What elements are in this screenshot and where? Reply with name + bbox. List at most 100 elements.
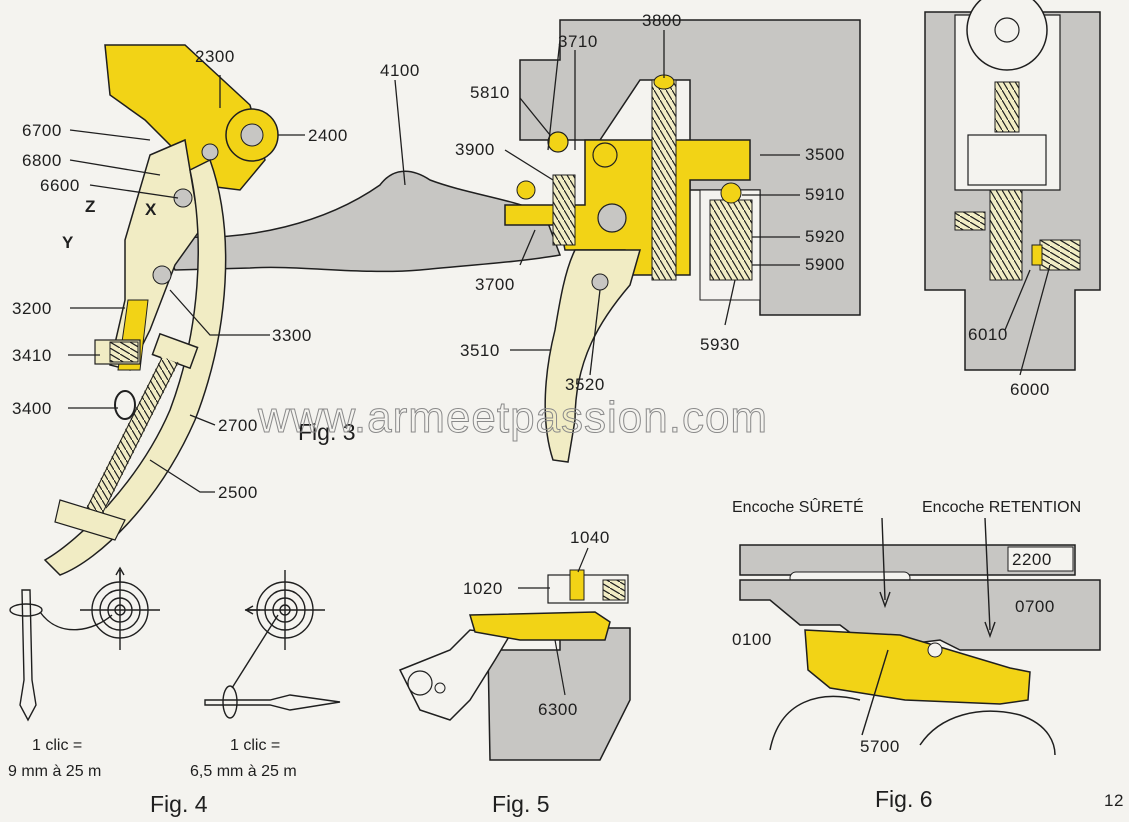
label-6600: 6600 <box>40 176 80 195</box>
label-6300: 6300 <box>538 700 578 719</box>
section-yellow <box>1031 244 1043 266</box>
fig4-diagram <box>9 566 341 722</box>
label-3200: 3200 <box>12 299 52 318</box>
fig3-diagram: 2300 2400 6700 6800 6600 Z X Y 4100 3710… <box>12 0 1101 576</box>
label-3710: 3710 <box>558 32 598 51</box>
fig5-leaders <box>518 547 589 696</box>
notch-safety-label: Encoche SÛRETÉ <box>732 497 864 516</box>
fig4-note-right-2: 6,5 mm à 25 m <box>190 763 297 780</box>
fig4-note-left-2: 9 mm à 25 m <box>8 763 101 780</box>
fig4-caption: Fig. 4 <box>150 791 208 817</box>
fig5-spring <box>602 579 626 601</box>
fig3-leaders <box>68 30 1051 493</box>
fig6-diagram: Encoche SÛRETÉ Encoche RETENTION 2200 07… <box>732 497 1101 812</box>
trigger-blade <box>544 249 641 463</box>
section-spring-top <box>994 81 1020 133</box>
fig5-diagram: 1040 1020 6300 Fig. 5 <box>398 528 631 817</box>
label-3500: 3500 <box>805 145 845 164</box>
label-6010: 6010 <box>968 325 1008 344</box>
label-2500: 2500 <box>218 483 258 502</box>
section-wheel-hub <box>994 17 1020 43</box>
fig5-caption: Fig. 5 <box>492 791 550 817</box>
fig5-part-6300 <box>469 611 611 641</box>
label-x: X <box>145 200 157 219</box>
label-6700: 6700 <box>22 121 62 140</box>
label-2200: 2200 <box>1012 550 1052 569</box>
fig6-box-2200 <box>1007 546 1074 572</box>
label-3400: 3400 <box>12 399 52 418</box>
label-5900: 5900 <box>805 255 845 274</box>
coil-spring-outline <box>81 357 179 523</box>
rotation-arrow-right <box>222 685 238 719</box>
spring-3800 <box>651 79 677 281</box>
spring-3900 <box>552 174 576 246</box>
fig5-pivot-small <box>434 682 446 694</box>
fig5-lever <box>398 629 512 721</box>
label-3800: 3800 <box>642 11 682 30</box>
rod-clip <box>54 499 126 541</box>
lever-pin-lower <box>152 265 172 285</box>
label-6800: 6800 <box>22 151 62 170</box>
rotation-arrow-left <box>9 603 43 617</box>
screwdriver-vertical <box>19 589 37 722</box>
trigger-bar <box>158 170 562 273</box>
trigger-pin <box>592 142 618 168</box>
sear-part <box>104 44 266 191</box>
label-2300: 2300 <box>195 47 235 66</box>
label-3520: 3520 <box>565 375 605 394</box>
watermark: www.armeetpassion.com <box>257 393 768 442</box>
fig6-top-slide <box>739 544 1076 576</box>
label-0700: 0700 <box>1015 597 1055 616</box>
label-3410: 3410 <box>12 346 52 365</box>
blade-pin <box>591 273 609 291</box>
screwdriver-horizontal <box>204 694 341 711</box>
label-4100: 4100 <box>380 61 420 80</box>
label-3900: 3900 <box>455 140 495 159</box>
section-spring-low <box>989 189 1023 281</box>
section-spring-left <box>954 211 986 231</box>
loop-3400 <box>114 390 136 420</box>
coil-spring <box>81 355 179 525</box>
fig5-pivot <box>407 670 433 696</box>
fig3-caption: Fig. 3 <box>298 419 356 445</box>
notch-retention-label: Encoche RETENTION <box>922 499 1081 516</box>
label-5930: 5930 <box>700 335 740 354</box>
fig6-leaders <box>861 517 996 736</box>
trigger-pin-big <box>597 203 627 233</box>
arrow-left <box>39 611 113 631</box>
label-2700: 2700 <box>218 416 258 435</box>
arrow-right <box>231 614 279 689</box>
label-2400: 2400 <box>308 126 348 145</box>
fig4-note-left-1: 1 clic = <box>32 737 82 754</box>
label-5810: 5810 <box>470 83 510 102</box>
label-y: Y <box>62 233 74 252</box>
label-1040: 1040 <box>570 528 610 547</box>
fig6-part-5700 <box>804 629 1031 705</box>
small-pin <box>201 143 219 161</box>
ball-5910 <box>720 182 742 204</box>
target-right <box>244 570 325 650</box>
label-1020: 1020 <box>463 579 503 598</box>
page-number: 12 <box>1104 791 1124 810</box>
label-6000: 6000 <box>1010 380 1050 399</box>
ball-small <box>516 180 536 200</box>
label-5700: 5700 <box>860 737 900 756</box>
label-3300: 3300 <box>272 326 312 345</box>
fig6-lower-outline <box>769 695 1056 756</box>
fig5-frame <box>487 627 631 761</box>
section-spring-side <box>1039 239 1081 271</box>
fig5-yellow-pin <box>569 569 585 601</box>
pivot-pin-center <box>240 123 264 147</box>
spring-5920 <box>709 199 753 281</box>
label-5910: 5910 <box>805 185 845 204</box>
label-5920: 5920 <box>805 227 845 246</box>
fig4-note-right-1: 1 clic = <box>230 737 280 754</box>
target-left <box>80 566 160 650</box>
fig6-pin <box>927 642 943 658</box>
label-3510: 3510 <box>460 341 500 360</box>
fig6-caption: Fig. 6 <box>875 786 933 812</box>
ball-5810 <box>547 131 569 153</box>
adjust-spring <box>109 341 139 363</box>
label-0100: 0100 <box>732 630 772 649</box>
